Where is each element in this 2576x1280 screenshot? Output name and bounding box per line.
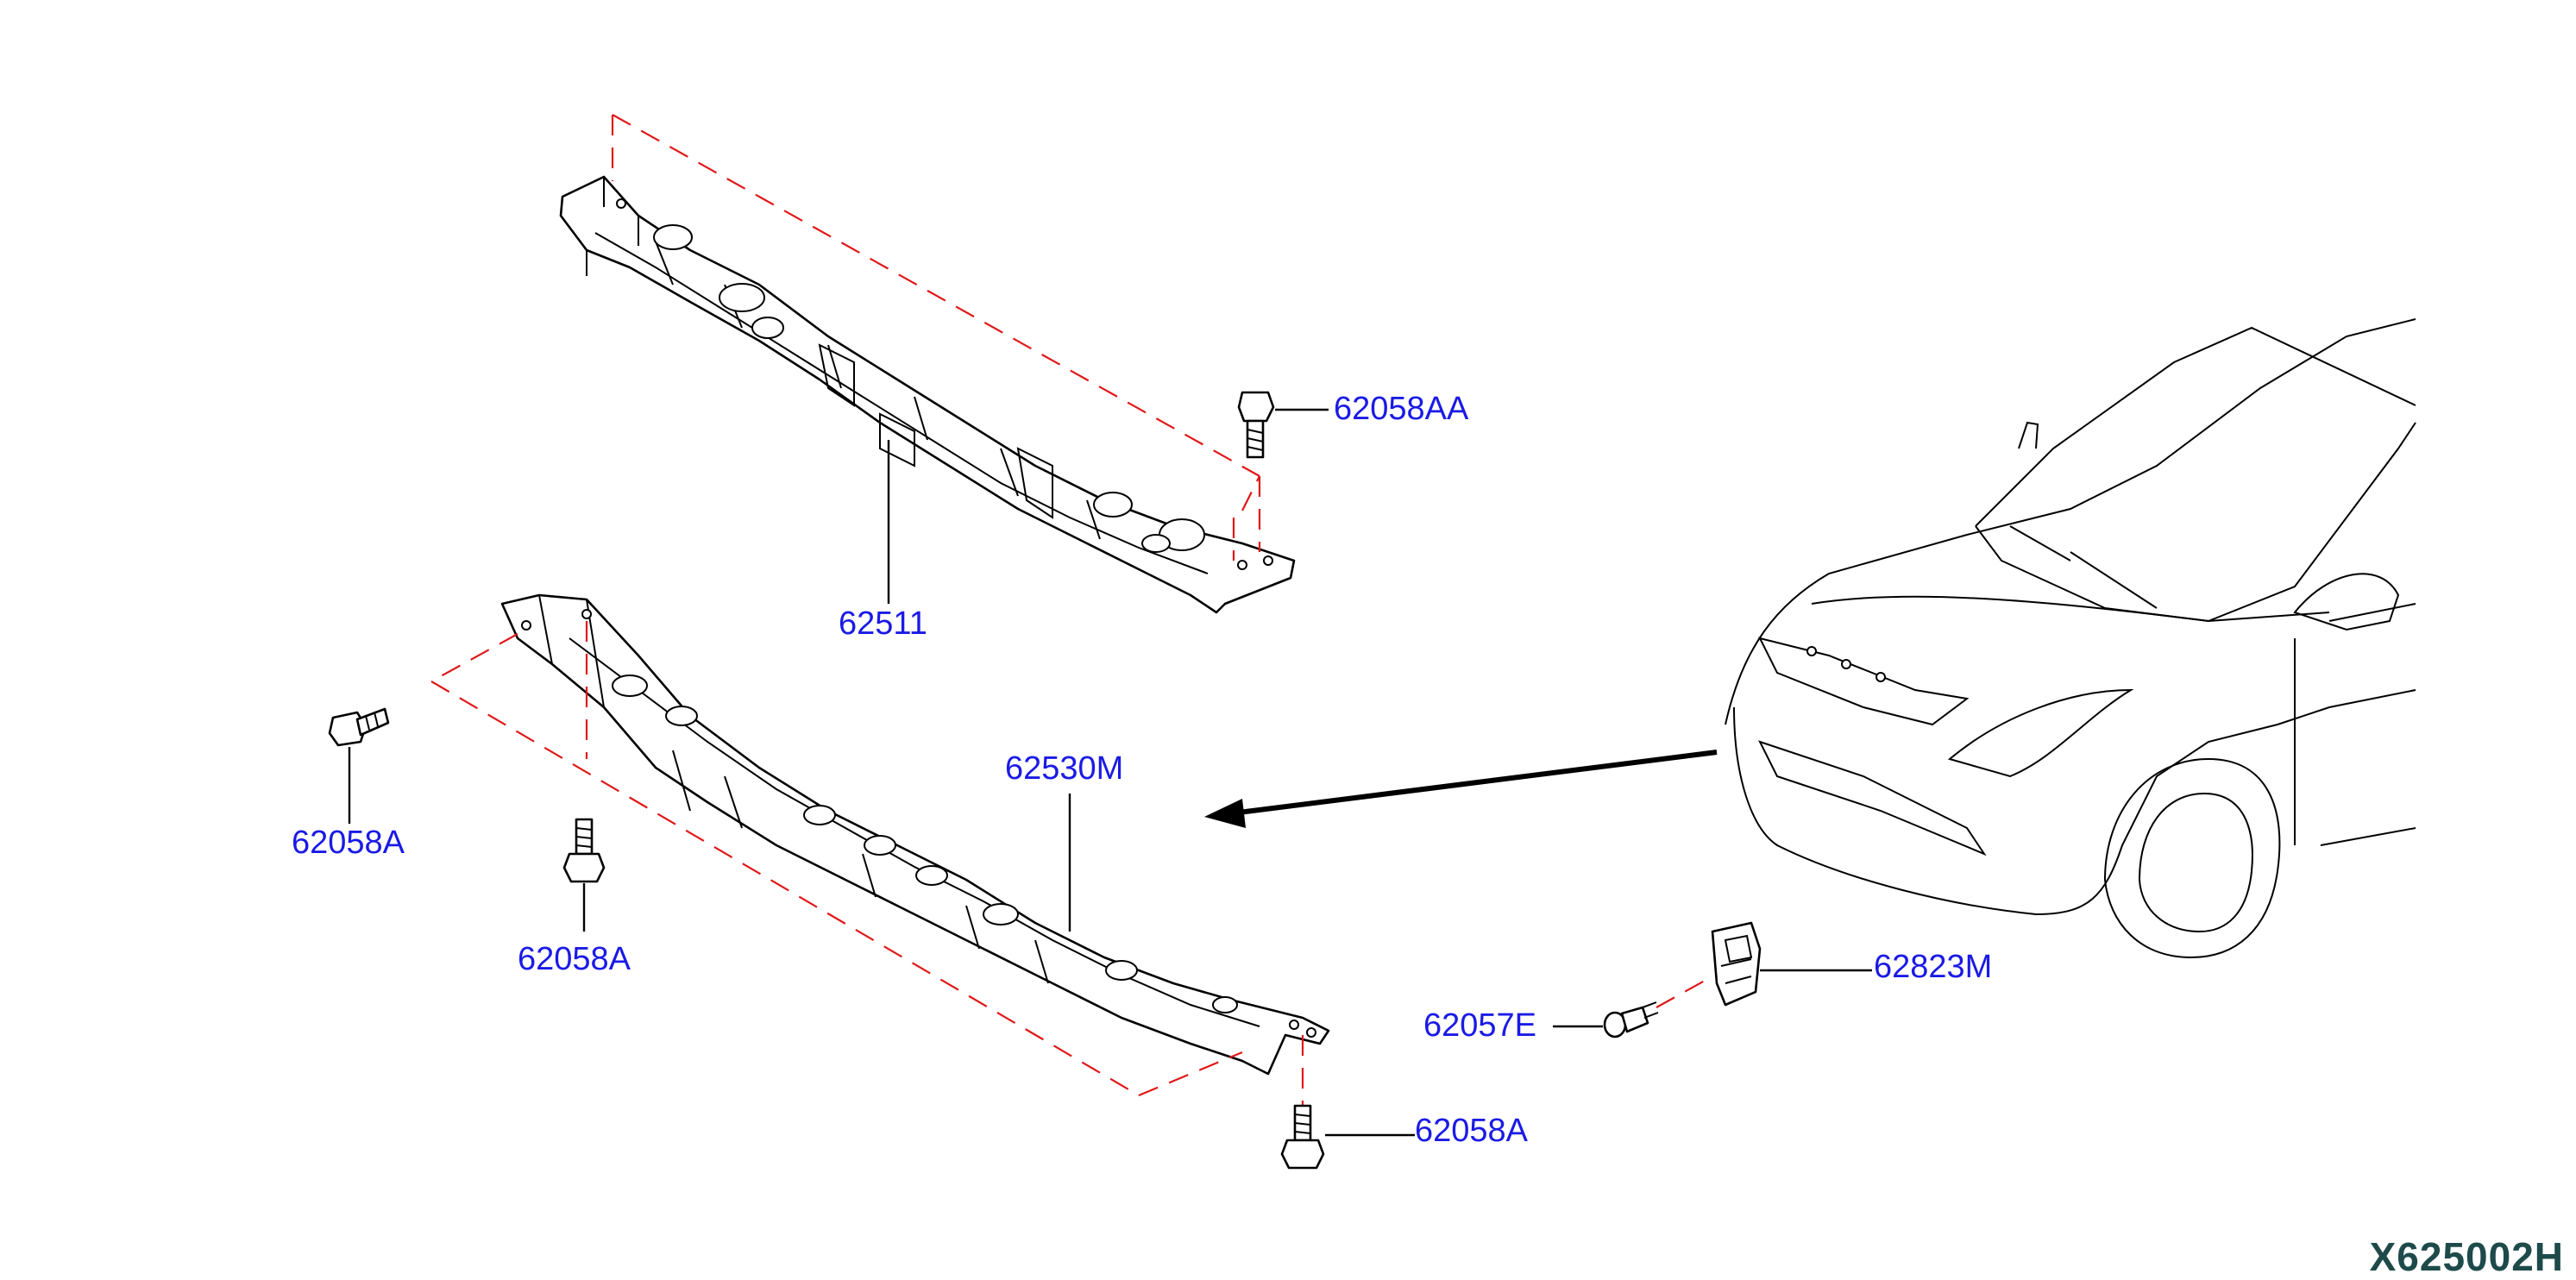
bolt-62058a-center xyxy=(562,818,606,932)
label-62058a-center: 62058A xyxy=(518,941,631,977)
label-62058aa: 62058AA xyxy=(1334,391,1469,427)
label-62058a-left: 62058A xyxy=(292,825,405,861)
locator-arrow xyxy=(1204,750,1718,828)
bolt-62058a-right xyxy=(1280,1104,1415,1170)
bracket-62823m xyxy=(1711,921,1872,1007)
label-62511: 62511 xyxy=(839,605,927,642)
lower-alignment-lines xyxy=(430,621,1304,1121)
diagram-code: X625002H xyxy=(2369,1234,2564,1279)
label-62823m: 62823M xyxy=(1874,949,1993,985)
bolt-62058a-left xyxy=(328,707,390,824)
label-62058a-right: 62058A xyxy=(1415,1113,1529,1149)
label-62530m: 62530M xyxy=(1005,750,1124,787)
upper-core-support xyxy=(559,175,1296,614)
clip-62057e xyxy=(1553,976,1713,1038)
bolt-62058aa xyxy=(1237,391,1329,459)
lower-core-support xyxy=(500,593,1330,1076)
upper-alignment-lines xyxy=(611,114,1261,561)
label-62057e: 62057E xyxy=(1423,1007,1537,1044)
car-overview xyxy=(1725,318,2416,959)
